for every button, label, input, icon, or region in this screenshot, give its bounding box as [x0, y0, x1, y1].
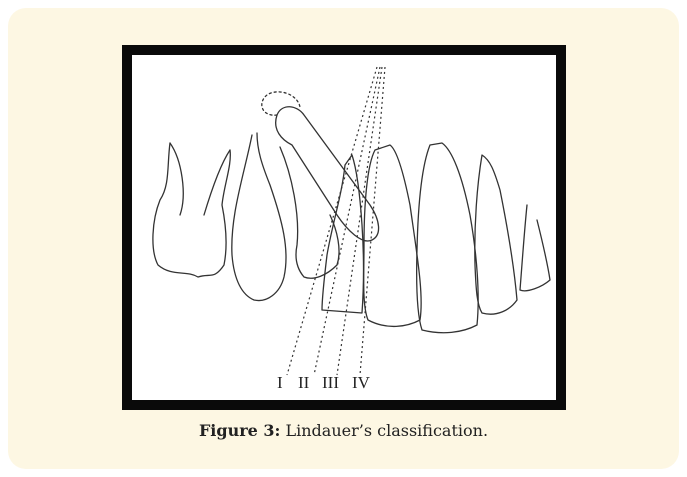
premolar-tooth-1 — [232, 133, 286, 301]
molar-tooth — [153, 143, 230, 277]
line-II — [314, 67, 380, 375]
label-II: II — [298, 373, 310, 392]
caption-label: Figure 3: — [199, 421, 280, 440]
label-I: I — [277, 373, 283, 392]
figure-caption: Figure 3: Lindauer’s classification. — [0, 421, 687, 440]
premolar-tooth-2 — [280, 147, 339, 278]
label-IV: IV — [352, 373, 371, 392]
incisor-tooth-3 — [475, 155, 517, 314]
figure-frame: I II III IV — [122, 45, 566, 410]
canine-root — [322, 155, 364, 313]
teeth-diagram: I II III IV — [132, 55, 556, 400]
caption-text: Lindauer’s classification. — [280, 421, 488, 440]
impacted-canine — [276, 107, 379, 241]
incisor-tooth-4 — [520, 205, 550, 291]
label-III: III — [322, 373, 339, 392]
incisor-tooth-2 — [417, 143, 479, 333]
incisor-tooth-1 — [364, 145, 421, 326]
line-III — [337, 67, 382, 375]
line-I — [287, 67, 377, 375]
